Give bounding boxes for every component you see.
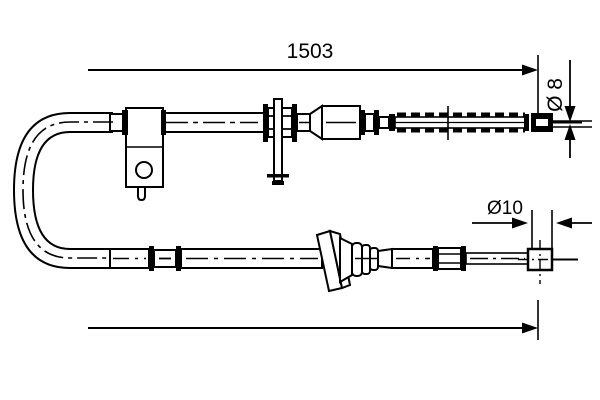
lower-end-terminal (518, 240, 578, 284)
lower-length-dimension (88, 300, 539, 340)
upper-terminal-eye (536, 119, 548, 126)
sleeve-collar-a (360, 110, 365, 135)
overall-length-dimension: 1503 (88, 40, 539, 120)
u-bend-outer-edge (12, 112, 113, 269)
clip-flange-left (149, 246, 154, 271)
vertical-pin-foot (272, 181, 284, 185)
vertical-pin (267, 98, 289, 185)
equalizer-flange-right (292, 104, 297, 142)
boot-rib-a (351, 242, 363, 277)
dimension-arrow-right-small-icon (512, 217, 528, 229)
overall-length-label: 1503 (287, 40, 334, 63)
u-bend-centerline (22, 121, 113, 259)
rubber-boot-grommet (315, 229, 379, 293)
lower-ferrule (433, 246, 466, 271)
upper-diameter-dimension: Ø 8 (543, 60, 592, 158)
post-boot-taper (377, 247, 393, 270)
bracket-collar-right (161, 110, 166, 135)
boot-rib-b (361, 244, 371, 275)
cable-u-bend (12, 112, 113, 269)
sleeve-collar-c (389, 114, 395, 131)
lower-cable-sheath-right (377, 247, 434, 270)
dimension-arrow-down-icon (564, 106, 576, 122)
mounting-bracket-with-hole (109, 107, 166, 202)
tapered-sleeve-cone (309, 104, 323, 141)
boot-taper (339, 236, 353, 284)
threaded-adjuster-rod (394, 106, 529, 140)
upper-diameter-label: Ø 8 (544, 78, 567, 112)
lower-ferrule-flange-left (433, 246, 438, 271)
clip-flange-right (176, 246, 181, 271)
upper-end-terminal (531, 113, 582, 132)
bracket-bottom-tab (137, 186, 146, 202)
dimension-arrow-left-small-icon (556, 217, 572, 229)
dimension-arrow-right-icon (522, 64, 538, 76)
equalizer-link (296, 113, 311, 132)
sleeve-collar-b (374, 110, 379, 135)
lower-cable-sheath-mid (180, 248, 323, 269)
lower-cable-clip (149, 246, 181, 271)
vertical-pin-crossbar (267, 174, 289, 178)
lower-ferrule-flange-right (461, 246, 466, 271)
lower-diameter-label: Ø10 (487, 198, 523, 219)
u-bend-inner-edge (31, 131, 113, 250)
lower-cable-sheath (109, 248, 150, 269)
bracket-collar-left (122, 110, 128, 135)
dimension-arrow-up-icon (564, 124, 576, 140)
dimension-arrow-right-bottom-icon (522, 322, 538, 334)
rod-end-collar (524, 114, 529, 131)
bracket-mounting-hole (135, 161, 153, 179)
equalizer-flange-left (263, 104, 268, 142)
lower-connecting-rod (465, 252, 529, 265)
tapered-sleeve (309, 104, 395, 141)
upper-cable-sheath (159, 112, 265, 133)
